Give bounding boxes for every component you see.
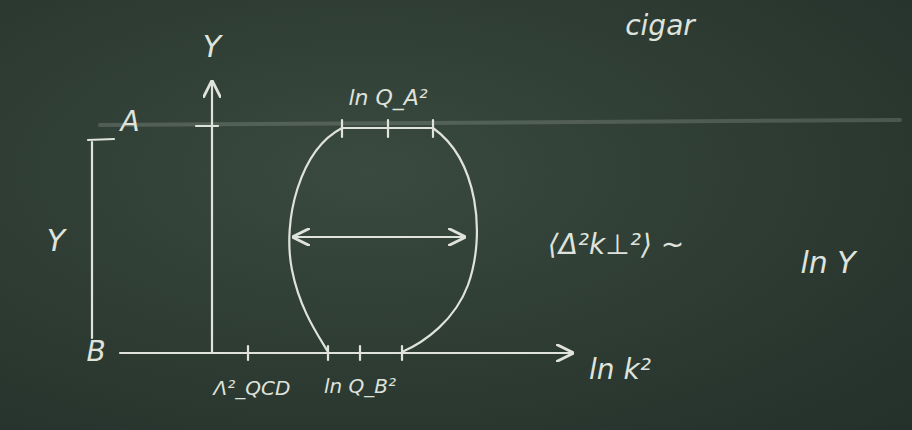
axis-tick xyxy=(359,346,361,360)
top-tick xyxy=(387,120,389,137)
chalk-label: ⟨Δ²k⊥²⟩ ~ xyxy=(548,230,684,261)
chalk-label: ln Q_A² xyxy=(348,86,427,110)
eraser-smudge xyxy=(100,120,900,125)
chalk-label: ln Y xyxy=(800,246,855,279)
y-axis xyxy=(211,82,213,352)
cigar-outline xyxy=(289,128,342,352)
chalk-label: Y xyxy=(203,30,221,63)
a-level-mark xyxy=(88,139,114,140)
chalk-label: ln k² xyxy=(589,355,651,386)
cigar-outline xyxy=(402,128,477,352)
a-level-tick xyxy=(196,125,218,127)
chalk-label: cigar xyxy=(625,11,695,42)
chalk-label: A xyxy=(120,107,139,138)
chalk-label: Λ²_QCD xyxy=(214,377,291,399)
chalk-label: B xyxy=(86,337,105,368)
x-axis xyxy=(120,352,572,354)
axis-tick xyxy=(247,346,249,360)
rapidity-span xyxy=(91,142,93,338)
width-arrow xyxy=(294,236,464,238)
chalk-label: Y xyxy=(47,224,65,257)
chalk-label: ln Q_B² xyxy=(324,375,396,397)
